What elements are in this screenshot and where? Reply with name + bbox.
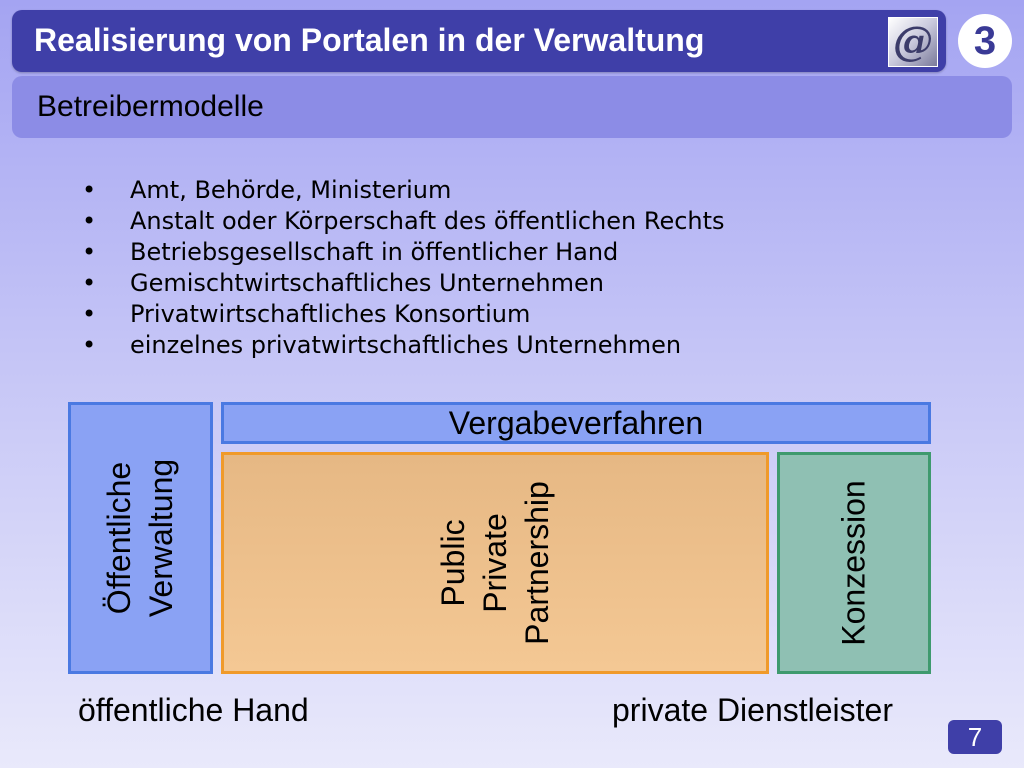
ppp-line: Private	[476, 513, 513, 613]
bullet-marker: •	[82, 331, 97, 359]
konzession-label: Konzession	[836, 480, 872, 646]
bullet-item: • Anstalt oder Körperschaft des öffentlic…	[82, 206, 725, 237]
bullet-text: Anstalt oder Körperschaft des öffentlich…	[130, 207, 725, 235]
axis-label-public: öffentliche Hand	[78, 692, 309, 728]
oeffentliche-verwaltung-line: Verwaltung	[143, 458, 180, 618]
bullet-item: • Amt, Behörde, Ministerium	[82, 175, 725, 206]
bullet-item: • Privatwirtschaftliches Konsortium	[82, 299, 725, 330]
bullet-marker: •	[82, 176, 97, 204]
bullet-marker: •	[82, 238, 97, 266]
bullet-marker: •	[82, 269, 97, 297]
bullet-text: einzelnes privatwirtschaftliches Unterne…	[130, 331, 682, 359]
title-bar: Realisierung von Portalen in der Verwalt…	[12, 10, 946, 72]
ppp-line: Public	[434, 519, 471, 607]
bullet-text: Gemischtwirtschaftliches Unternehmen	[130, 269, 604, 297]
bullet-text: Amt, Behörde, Ministerium	[130, 176, 452, 204]
oeffentliche-verwaltung-label: Öffentliche Verwaltung	[99, 459, 183, 617]
oeffentliche-verwaltung-box: Öffentliche Verwaltung	[68, 402, 213, 674]
oeffentliche-verwaltung-line: Öffentliche	[101, 461, 138, 615]
bullet-text: Privatwirtschaftliches Konsortium	[130, 300, 531, 328]
slide-title: Realisierung von Portalen in der Verwalt…	[34, 22, 705, 58]
at-sign-logo-icon: @	[888, 17, 938, 67]
ppp-label: Public Private Partnership	[432, 481, 558, 645]
bullet-item: • einzelnes privatwirtschaftliches Untern…	[82, 330, 725, 361]
bullet-marker: •	[82, 300, 97, 328]
vergabeverfahren-label: Vergabeverfahren	[448, 404, 704, 441]
bullet-marker: •	[82, 207, 97, 235]
bullet-text: Betriebsgesellschaft in öffentlicher Han…	[130, 238, 619, 266]
ppp-box: Public Private Partnership	[221, 452, 769, 674]
konzession-box: Konzession	[777, 452, 931, 674]
bullet-item: • Gemischtwirtschaftliches Unternehmen	[82, 268, 725, 299]
vergabeverfahren-box: Vergabeverfahren	[221, 402, 931, 444]
slide-subtitle: Betreibermodelle	[37, 90, 264, 123]
subtitle-bar: Betreibermodelle	[12, 76, 1012, 138]
bullet-list: • Amt, Behörde, Ministerium • Anstalt oder…	[82, 175, 725, 361]
page-number: 7	[948, 720, 1002, 754]
section-number-badge: 3	[958, 14, 1012, 68]
ppp-line: Partnership	[518, 481, 555, 645]
bullet-item: • Betriebsgesellschaft in öffentlicher Ha…	[82, 237, 725, 268]
axis-label-private: private Dienstleister	[612, 692, 893, 728]
